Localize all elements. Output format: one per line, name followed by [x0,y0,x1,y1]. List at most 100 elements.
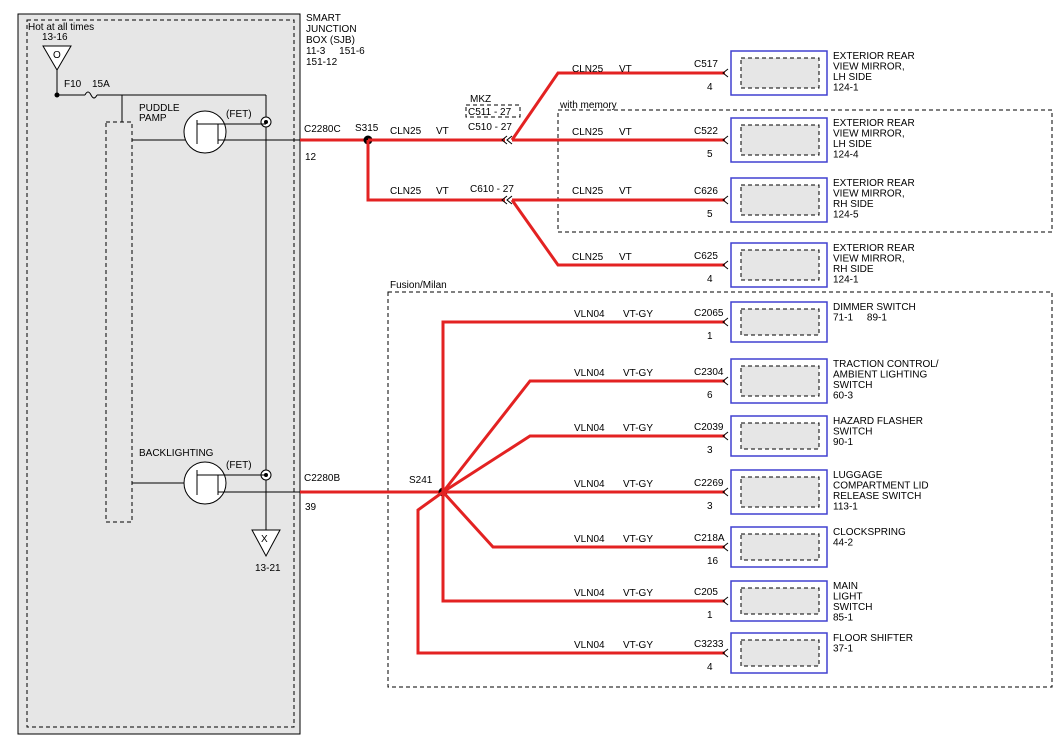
fuse-id: F10 [64,79,82,90]
connector-arrow-icon [722,68,729,78]
wire-circuit: CLN25 [572,186,604,197]
component-pin: 4 [707,82,713,93]
fet2-label: BACKLIGHTING [139,448,214,459]
wire-to-c2304 [441,379,725,493]
wire-color: VT [619,252,632,263]
connector-arrow-icon [722,260,729,270]
connector-arrow-icon [722,317,729,327]
wire-to-c205 [441,492,725,603]
component-label-line: FLOOR SHIFTER [833,633,913,644]
wire-color: VT-GY [623,423,653,434]
component-label-line: 113-1 [833,502,858,513]
fet1-type: (FET) [226,109,252,120]
component-pin: 1 [707,610,713,621]
wire-color: VT-GY [623,309,653,320]
wire-circuit: VLN04 [574,588,605,599]
wire-color: VT [619,64,632,75]
component-label-line: EXTERIOR REAR [833,118,915,129]
component-label-line: 124-1 [833,83,859,94]
wire-circuit: CLN25 [572,64,604,75]
inline-connector-icon [501,135,508,145]
wire-color: VT-GY [623,640,653,651]
component-label-line: 44-2 [833,538,853,549]
wire-circuit: VLN04 [574,309,605,320]
connector-arrow-icon [722,431,729,441]
c511-box [465,104,521,118]
wire-color: VT [436,186,449,197]
wire-color: VT [619,127,632,138]
component-label-line: SWITCH [833,380,872,391]
component-label-line: SWITCH [833,602,872,613]
component-label-line: RH SIDE [833,264,874,275]
wire-cln25-c610 [366,140,505,202]
component-label-line: VIEW MIRROR, [833,129,905,140]
ground-symbol: X [261,534,268,545]
component-label-line: LH SIDE [833,72,872,83]
component-label-line: CLOCKSPRING [833,527,906,538]
component-label-line: LUGGAGE [833,470,883,481]
component-connector: C517 [694,59,718,70]
sjb-title: SMART JUNCTION BOX (SJB) 11-3 151-6 151-… [306,13,365,68]
connector-arrow-icon [722,596,729,606]
wire-circuit: CLN25 [390,126,422,137]
component-pin: 4 [707,662,713,673]
component-connector: C218A [694,533,725,544]
hot-at-all-times-label: Hot at all times [28,22,94,33]
component-inner [740,249,820,281]
component-label-line: RH SIDE [833,199,874,210]
component-label-line: HAZARD FLASHER [833,416,923,427]
component-inner [740,422,820,450]
wire-color: VT [619,186,632,197]
sjb-title-line: 151-12 [306,57,338,68]
fet1-label: PUDDLE [139,103,180,114]
hot-ref: 13-16 [42,32,68,43]
component-label-line: 124-1 [833,275,859,286]
wire-color: VT-GY [623,479,653,490]
component-pin: 5 [707,149,713,160]
fuse-rating: 15A [92,79,110,90]
c510-label: C510 - 27 [468,122,512,133]
sjb-title-line: BOX (SJB) [306,35,355,46]
with-memory-label: with memory [559,100,617,111]
connector-c2280c-pin: 12 [305,152,317,163]
inline-connector-icon [506,195,513,205]
component-label-line: MAIN [833,581,858,592]
c511-label: C511 - 27 [468,107,512,118]
connector-arrow-icon [722,135,729,145]
component-pin: 1 [707,331,713,342]
component-label-line: 71-1 89-1 [833,313,887,324]
wire-circuit: CLN25 [572,252,604,263]
connector-c2280b: C2280B [304,473,340,484]
wire-circuit: VLN04 [574,640,605,651]
component-label-line: 85-1 [833,613,853,624]
ground-icon [251,529,281,558]
component-pin: 16 [707,556,719,567]
connector-c2280c: C2280C [304,124,341,135]
wire-color: VT-GY [623,588,653,599]
fet1-drain-dot [264,120,268,124]
wire-circuit: VLN04 [574,479,605,490]
component-label-line: RELEASE SWITCH [833,491,921,502]
wire-circuit: CLN25 [572,127,604,138]
component-label-line: VIEW MIRROR, [833,254,905,265]
splice-s241-label: S241 [409,475,433,486]
power-source-icon [42,45,72,71]
connector-arrow-icon [722,195,729,205]
component-connector: C625 [694,251,718,262]
component-connector: C522 [694,126,718,137]
inline-connector-icon [506,135,513,145]
component-connector: C2065 [694,308,724,319]
component-label-line: AMBIENT LIGHTING [833,370,927,381]
inline-connector-icon [501,195,508,205]
component-connector: C2039 [694,422,724,433]
component-connector: C3233 [694,639,724,650]
component-label-line: 37-1 [833,644,853,655]
component-label-line: 124-4 [833,150,859,161]
component-pin: 3 [707,445,713,456]
component-connector: C2269 [694,478,724,489]
wire-circuit: CLN25 [390,186,422,197]
